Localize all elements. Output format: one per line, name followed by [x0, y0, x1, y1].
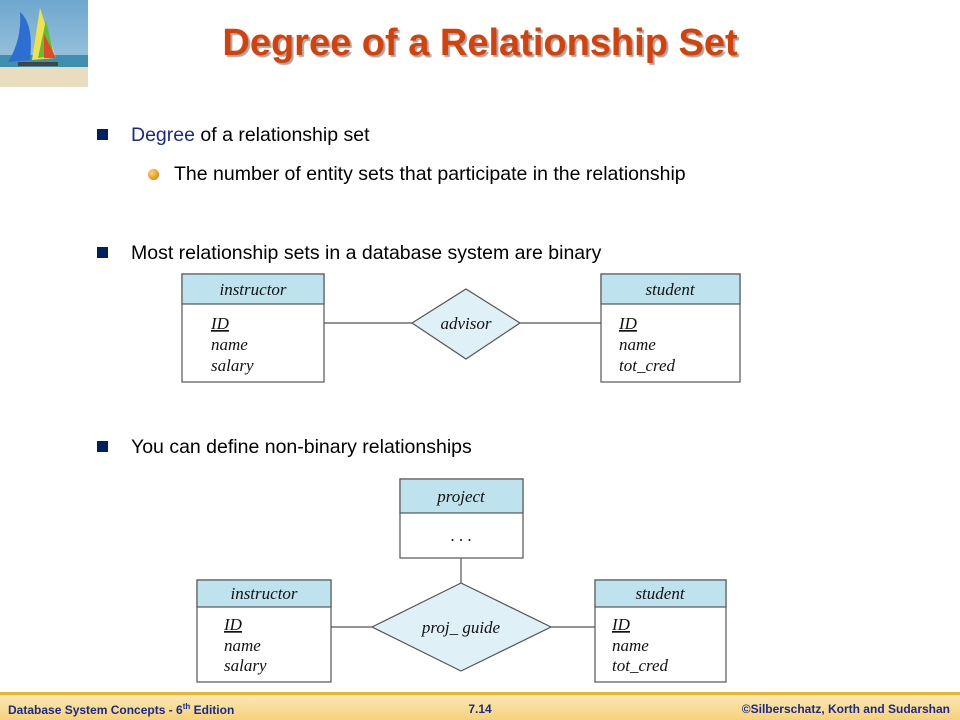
keyword-degree: Degree — [131, 124, 195, 146]
footer-title-sup: th — [182, 702, 191, 711]
entity-attr-ellipsis: . . . — [450, 526, 471, 545]
entity-attr: salary — [224, 656, 267, 675]
footer-title-text: Database System Concepts - 6 — [8, 703, 183, 717]
entity-attr: name — [619, 335, 656, 354]
bullet-square-icon — [97, 441, 108, 452]
bullet-text: of a relationship set — [194, 124, 370, 146]
bullet-square-icon — [97, 247, 108, 258]
relationship-name: proj_ guide — [421, 618, 501, 637]
relationship-advisor: advisor — [410, 288, 522, 360]
entity-attr: tot_cred — [612, 656, 669, 675]
entity-instructor: instructor ID name salary — [181, 273, 325, 383]
entity-attr: name — [612, 636, 649, 655]
sub-bullet-text: The number of entity sets that participa… — [174, 163, 686, 185]
entity-attr: name — [211, 335, 248, 354]
entity-student: student ID name tot_cred — [600, 273, 741, 383]
entity-attr-key: ID — [618, 314, 638, 333]
bullet-dot-icon — [148, 169, 159, 180]
footer-copyright: ©Silberschatz, Korth and Sudarshan — [741, 702, 950, 716]
sailboat-logo — [0, 0, 88, 87]
entity-attr: name — [224, 636, 261, 655]
footer-title-suffix: Edition — [190, 703, 235, 717]
entity-instructor: instructor ID name salary — [196, 579, 332, 683]
entity-name: instructor — [230, 584, 297, 603]
slide-footer: Database System Concepts - 6th Edition 7… — [0, 692, 960, 720]
entity-name: student — [645, 280, 695, 299]
bullet-text: Most relationship sets in a database sys… — [131, 242, 602, 264]
entity-attr: tot_cred — [619, 356, 676, 375]
bullet-square-icon — [97, 129, 108, 140]
entity-name: student — [635, 584, 685, 603]
entity-attr: salary — [211, 356, 254, 375]
footer-book-title: Database System Concepts - 6th Edition — [8, 702, 234, 717]
footer-page-number: 7.14 — [468, 702, 492, 716]
relationship-name: advisor — [441, 314, 492, 333]
slide-title: Degree of a Relationship Set — [222, 22, 738, 64]
entity-attr-key: ID — [611, 615, 631, 634]
entity-attr-key: ID — [210, 314, 230, 333]
bullet-text: You can define non-binary relationships — [131, 436, 472, 458]
entity-name: instructor — [219, 280, 286, 299]
entity-name: project — [436, 487, 486, 506]
relationship-proj-guide: proj_ guide — [370, 582, 553, 672]
entity-attr-key: ID — [223, 615, 243, 634]
entity-student: student ID name tot_cred — [594, 579, 727, 683]
entity-project: project . . . — [399, 478, 524, 559]
